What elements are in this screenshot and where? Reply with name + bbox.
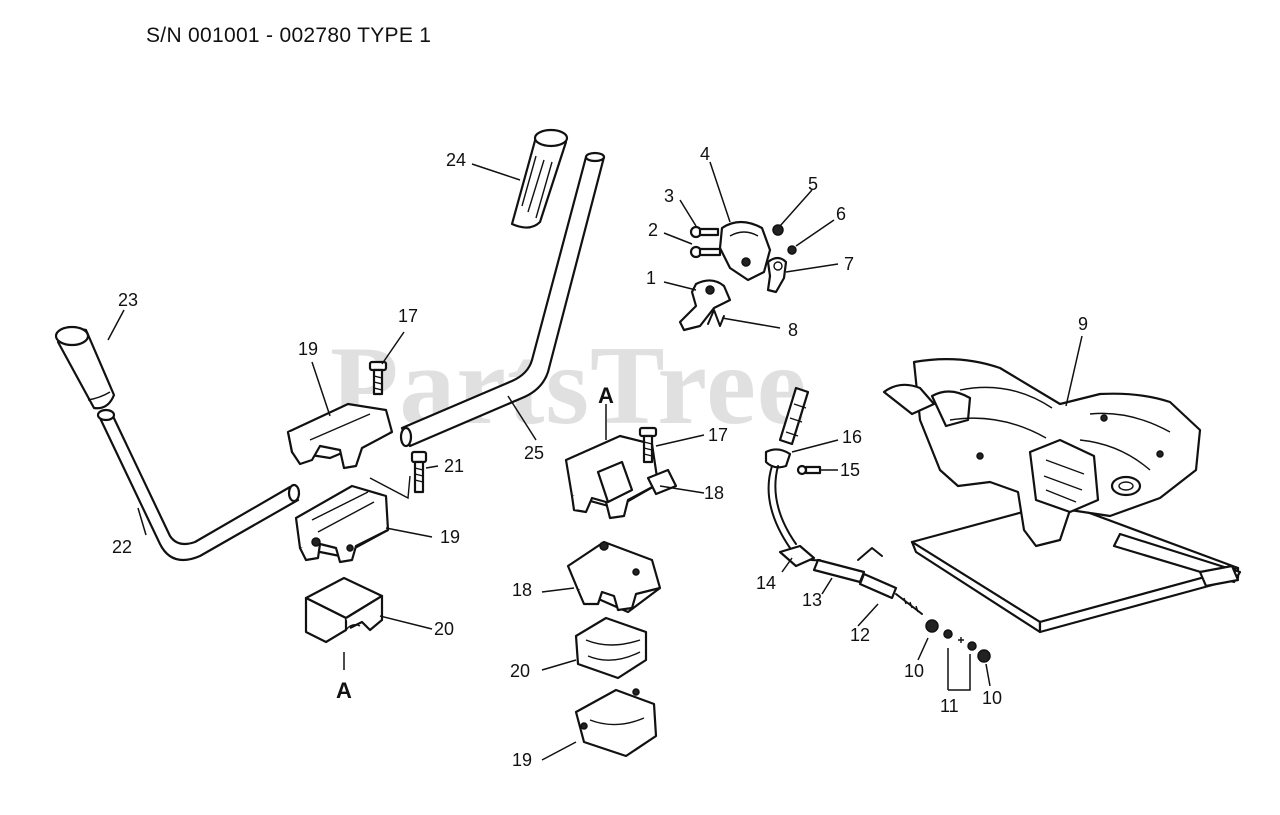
callout-labels: 22 23 24 25 19 17 21 19 20 A A 17 18 18 … xyxy=(112,144,1088,770)
callout-6: 6 xyxy=(836,204,846,224)
part-19-lower-clamp-right[interactable] xyxy=(574,688,658,758)
part-20-spacer-left[interactable] xyxy=(304,576,384,644)
serial-number-title: S/N 001001 - 002780 TYPE 1 xyxy=(146,24,432,47)
callout-19-lower-left: 19 xyxy=(440,527,460,547)
detail-marker-a-top: A xyxy=(598,383,614,408)
callout-8: 8 xyxy=(788,320,798,340)
leader-lines xyxy=(107,161,1083,761)
part-10-nut-left[interactable] xyxy=(925,619,939,633)
part-15-screw[interactable] xyxy=(796,464,822,476)
callout-13: 13 xyxy=(802,590,822,610)
part-16-cable-fitting[interactable] xyxy=(764,386,810,469)
part-12-adjuster[interactable] xyxy=(858,572,923,615)
callout-4: 4 xyxy=(700,144,710,164)
part-6-washer[interactable] xyxy=(787,245,797,255)
callout-16: 16 xyxy=(842,427,862,447)
part-8-spring[interactable] xyxy=(707,309,725,327)
part-18-lower-clamp-right[interactable] xyxy=(566,540,662,614)
part-14-throttle-cable[interactable] xyxy=(767,465,821,568)
part-10-nut-right[interactable] xyxy=(977,649,991,663)
callout-15: 15 xyxy=(840,460,860,480)
callout-12: 12 xyxy=(850,625,870,645)
callout-17-left: 17 xyxy=(398,306,418,326)
callout-11: 11 xyxy=(940,696,959,716)
part-1-throttle-trigger[interactable] xyxy=(678,279,732,332)
part-22-left-handle-tube[interactable] xyxy=(96,408,301,562)
callout-18-lower: 18 xyxy=(512,580,532,600)
callout-22: 22 xyxy=(112,537,132,557)
part-7-switch[interactable] xyxy=(766,256,788,294)
callout-18-upper: 18 xyxy=(704,483,724,503)
callout-10-left: 10 xyxy=(904,661,924,681)
detail-marker-a-bottom: A xyxy=(336,678,352,703)
callout-9: 9 xyxy=(1078,314,1088,334)
callout-3: 3 xyxy=(664,186,674,206)
part-25-right-handle-tube[interactable] xyxy=(399,151,606,448)
callout-20-right: 20 xyxy=(510,661,530,681)
callout-2: 2 xyxy=(648,220,658,240)
part-21-stud[interactable] xyxy=(369,450,428,500)
part-17-bolt-left[interactable] xyxy=(368,360,388,396)
part-9-harness[interactable] xyxy=(882,358,1242,634)
part-5-nut[interactable] xyxy=(772,224,784,236)
part-24-right-grip[interactable] xyxy=(510,128,569,229)
part-11-washers[interactable] xyxy=(943,629,977,651)
callout-19-upper: 19 xyxy=(298,339,318,359)
callout-1: 1 xyxy=(646,268,656,288)
callout-24: 24 xyxy=(446,150,466,170)
callout-7: 7 xyxy=(844,254,854,274)
part-19-upper-clamp-left[interactable] xyxy=(286,402,394,470)
callout-21: 21 xyxy=(444,456,464,476)
part-19-lower-clamp-left[interactable] xyxy=(294,484,390,564)
part-17-bolt-right[interactable] xyxy=(638,426,658,464)
part-3-screw[interactable] xyxy=(689,225,720,239)
callout-25: 25 xyxy=(524,443,544,463)
part-18-upper-clamp-right[interactable] xyxy=(564,434,678,520)
callout-10-right: 10 xyxy=(982,688,1002,708)
part-23-left-grip[interactable] xyxy=(54,325,116,410)
callout-17-right: 17 xyxy=(708,425,728,445)
part-2-screw[interactable] xyxy=(689,245,722,259)
callout-20-left: 20 xyxy=(434,619,454,639)
callout-5: 5 xyxy=(808,174,818,194)
callout-19-lower-right: 19 xyxy=(512,750,532,770)
part-4-lever-housing[interactable] xyxy=(718,220,772,282)
part-20-spacer-right[interactable] xyxy=(574,616,648,680)
callout-23: 23 xyxy=(118,290,138,310)
callout-14: 14 xyxy=(756,573,776,593)
